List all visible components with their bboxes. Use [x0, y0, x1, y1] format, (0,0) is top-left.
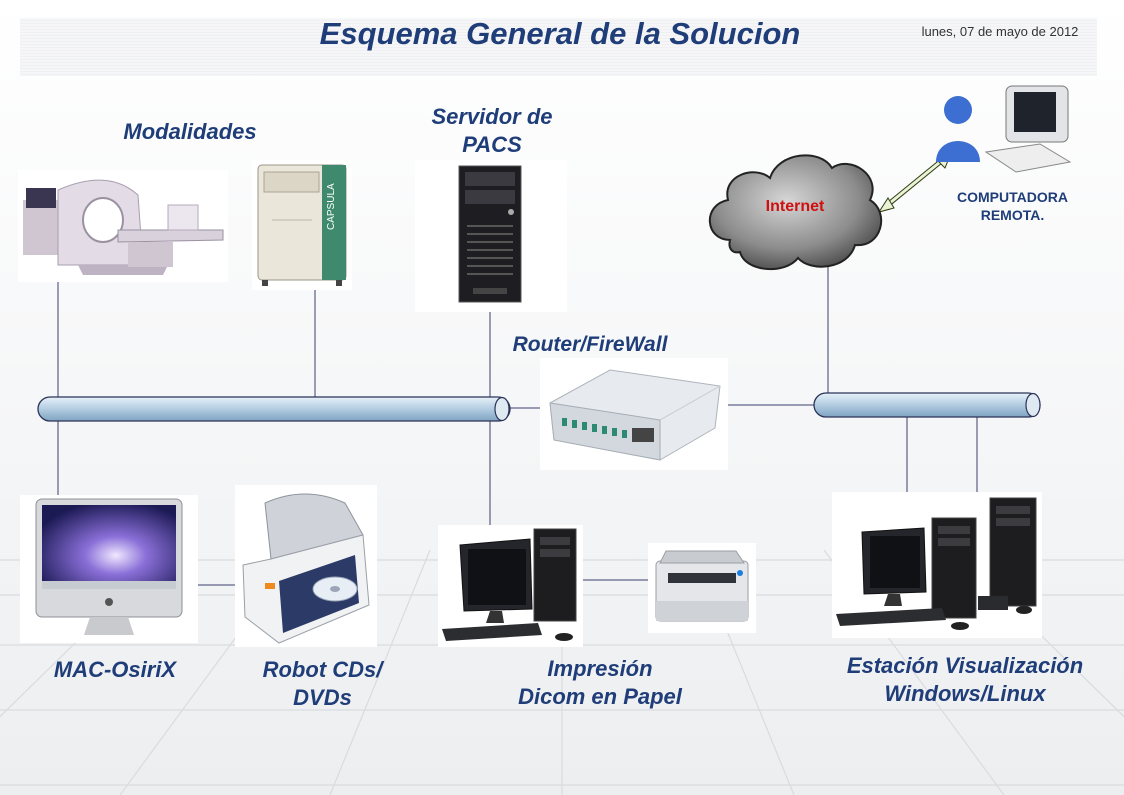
label-impresion: Impresión Dicom en Papel — [490, 655, 710, 711]
label-estacion-line1: Estación Visualización — [846, 653, 1084, 678]
workstations-image — [832, 492, 1042, 638]
internet-cloud: Internet — [700, 140, 888, 278]
label-robot-line1: Robot CDs/ — [262, 657, 383, 682]
label-mac: MAC-OsiriX — [53, 657, 177, 682]
label-robot-line2: DVDs — [293, 685, 352, 710]
label-robot: Robot CDs/ DVDs — [230, 656, 415, 712]
remote-computer-image — [930, 82, 1080, 182]
date-label: lunes, 07 de mayo de 2012 — [921, 24, 1079, 39]
lan-bus-right — [813, 392, 1041, 418]
title-bar — [20, 18, 1097, 76]
label-modalidades: Modalidades — [123, 119, 257, 144]
pacs-server-image — [415, 160, 567, 312]
label-impresion-line1: Impresión — [547, 656, 653, 681]
label-estacion: Estación Visualización Windows/Linux — [815, 652, 1115, 708]
label-remote-line2: REMOTA. — [980, 207, 1045, 223]
film-printer-image: CAPSULA — [252, 160, 352, 290]
mac-imac-image — [20, 495, 198, 643]
film-printer-brand: CAPSULA — [326, 183, 337, 230]
label-remote-line1: COMPUTADORA — [957, 189, 1068, 205]
robot-cd-image — [235, 485, 377, 647]
lan-bus-left — [37, 396, 511, 422]
label-remote-computer: COMPUTADORA REMOTA. — [925, 188, 1100, 224]
label-estacion-line2: Windows/Linux — [884, 681, 1046, 706]
label-servidor-pacs: Servidor de PACS — [402, 103, 582, 159]
dicom-pc-image — [438, 525, 583, 647]
ct-scanner-image — [18, 170, 228, 282]
label-router: Router/FireWall — [512, 333, 668, 356]
internet-label: Internet — [765, 198, 825, 215]
page-title: Esquema General de la Solucion — [319, 16, 801, 51]
router-image — [540, 358, 728, 470]
label-impresion-line2: Dicom en Papel — [518, 684, 682, 709]
label-servidor-line1: Servidor de — [431, 104, 553, 129]
dicom-paper-printer-image — [648, 543, 756, 633]
label-servidor-line2: PACS — [462, 132, 522, 157]
